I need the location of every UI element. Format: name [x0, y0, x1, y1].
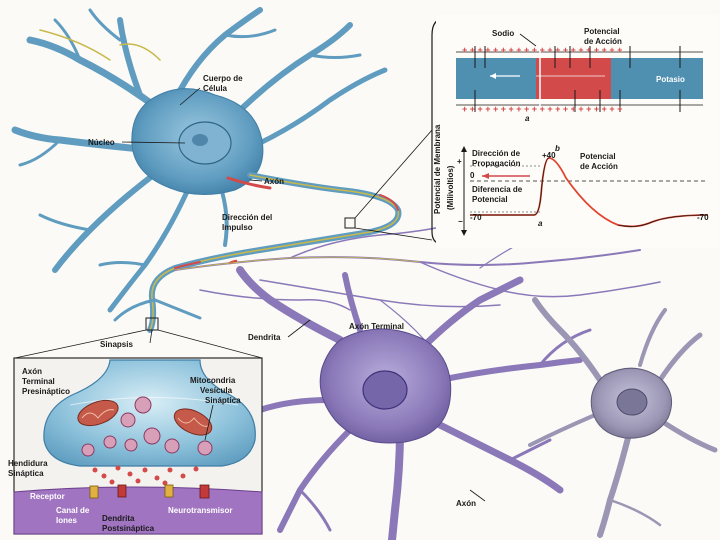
- label-canal-iones-2: Iones: [56, 516, 77, 525]
- label-axon-terminal: Axón Terminal: [349, 322, 404, 331]
- svg-text:+ + + + + + + + + + + + + + +: + + + + + + + + + + + + + + + + + + + + …: [462, 104, 622, 114]
- label-direccion-impulso-1: Dirección del: [222, 213, 272, 222]
- label-receptor: Receptor: [30, 492, 65, 501]
- label-vesicula-2: Sináptica: [205, 396, 241, 405]
- svg-text:+ + + + + + + + + + + + + + +: + + + + + + + + + + + + + + + + + + + + …: [462, 45, 622, 55]
- blue-axon: [115, 175, 398, 330]
- label-hendidura-2: Sináptica: [8, 469, 44, 478]
- label-nucleo: Núcleo: [88, 138, 115, 147]
- label-dendrita-post-2: Postsináptica: [102, 524, 155, 533]
- label-diferencia-potencial-1: Diferencia de: [472, 185, 523, 194]
- purple-neuron: [240, 270, 590, 540]
- label-y-axis: Potencial de Membrana: [433, 124, 442, 214]
- potential-inset: + + + + + + + + + + + + + + + + + + + + …: [355, 15, 718, 248]
- label-cuerpo-celula-1: Cuerpo de: [203, 74, 243, 83]
- label-marker-a-graph: a: [538, 219, 543, 228]
- label-direccion-impulso-2: Impulso: [222, 223, 253, 232]
- label-val-minus70-right: -70: [697, 213, 709, 222]
- synapse-inset: Axón Terminal Presináptico Mitocondria V…: [8, 330, 262, 534]
- label-potencial-accion-top-1: Potencial: [584, 27, 620, 36]
- label-dendrita: Dendrita: [248, 333, 281, 342]
- label-cuerpo-celula-2: Célula: [203, 84, 228, 93]
- label-hendidura-1: Hendidura: [8, 459, 48, 468]
- blue-neuron: [15, 10, 398, 330]
- label-diferencia-potencial-2: Potencial: [472, 195, 508, 204]
- gray-neuron: [530, 300, 715, 535]
- label-val-zero: 0: [470, 171, 475, 180]
- axon-callout-marker: [345, 218, 355, 228]
- label-vesicula-1: Vesícula: [200, 386, 233, 395]
- label-axon-presinaptico-2: Terminal: [22, 377, 55, 386]
- gray-nucleus: [617, 389, 647, 415]
- label-y-units: (Milivoltios): [446, 165, 455, 210]
- label-plus-sign: +: [457, 157, 462, 166]
- label-direccion-propagacion-2: Propagación: [472, 159, 521, 168]
- label-canal-iones-1: Canal de: [56, 506, 90, 515]
- label-direccion-propagacion-1: Dirección de: [472, 149, 521, 158]
- label-sinapsis: Sinapsis: [100, 340, 133, 349]
- label-mitocondria: Mitocondria: [190, 376, 236, 385]
- label-axon-presinaptico-3: Presináptico: [22, 387, 70, 396]
- label-axon-bottom: Axón: [456, 499, 476, 508]
- label-val-plus40: +40: [542, 151, 556, 160]
- purple-nucleus: [363, 371, 407, 409]
- label-potencial-accion-top-2: de Acción: [584, 37, 622, 46]
- label-dendrita-post-1: Dendrita: [102, 514, 135, 523]
- label-val-minus70-left: -70: [470, 213, 482, 222]
- label-marker-a-top: a: [525, 114, 530, 123]
- label-potencial-accion-graph-2: de Acción: [580, 162, 618, 171]
- label-potasio: Potasio: [656, 75, 685, 84]
- label-neurotransmisor: Neurotransmisor: [168, 506, 232, 515]
- label-marker-b: b: [555, 144, 560, 153]
- label-axon-presinaptico-1: Axón: [22, 367, 42, 376]
- label-minus-sign: −: [458, 217, 463, 226]
- label-potencial-accion-graph-1: Potencial: [580, 152, 616, 161]
- label-axon-top: Axón: [264, 177, 284, 186]
- label-sodio: Sodio: [492, 29, 514, 38]
